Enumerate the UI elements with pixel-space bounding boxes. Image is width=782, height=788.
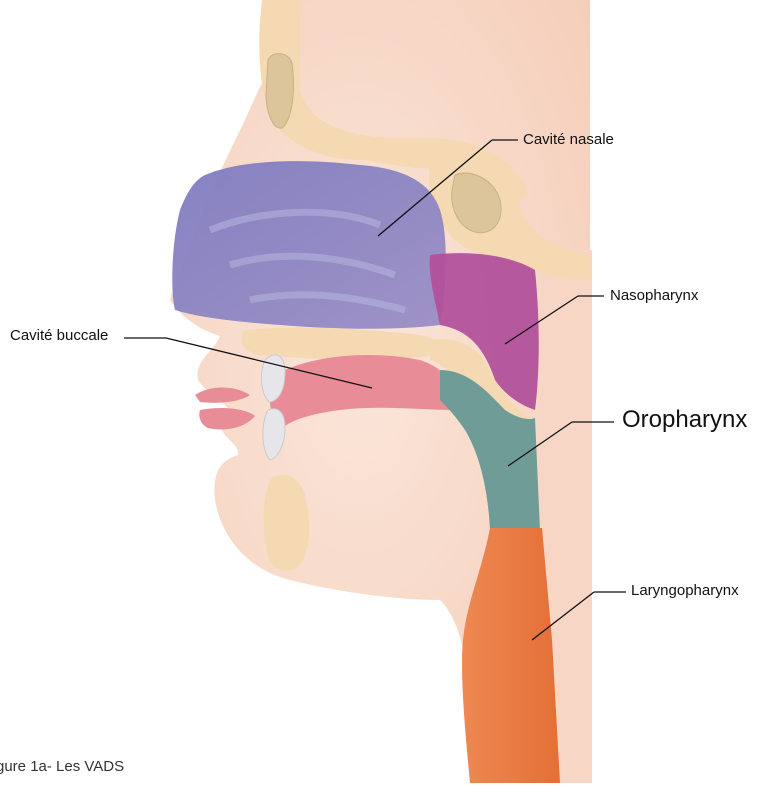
frontal-sinus <box>266 54 294 129</box>
figure-caption: gure 1a- Les VADS <box>0 758 124 775</box>
label-cavite-buccale: Cavité buccale <box>10 327 108 344</box>
label-laryngopharynx: Laryngopharynx <box>631 582 739 599</box>
label-nasopharynx: Nasopharynx <box>610 287 698 304</box>
mandible <box>264 475 309 571</box>
label-oropharynx: Oropharynx <box>622 406 747 434</box>
label-cavite-nasale: Cavité nasale <box>523 131 614 148</box>
nasal-cavity <box>172 161 445 329</box>
